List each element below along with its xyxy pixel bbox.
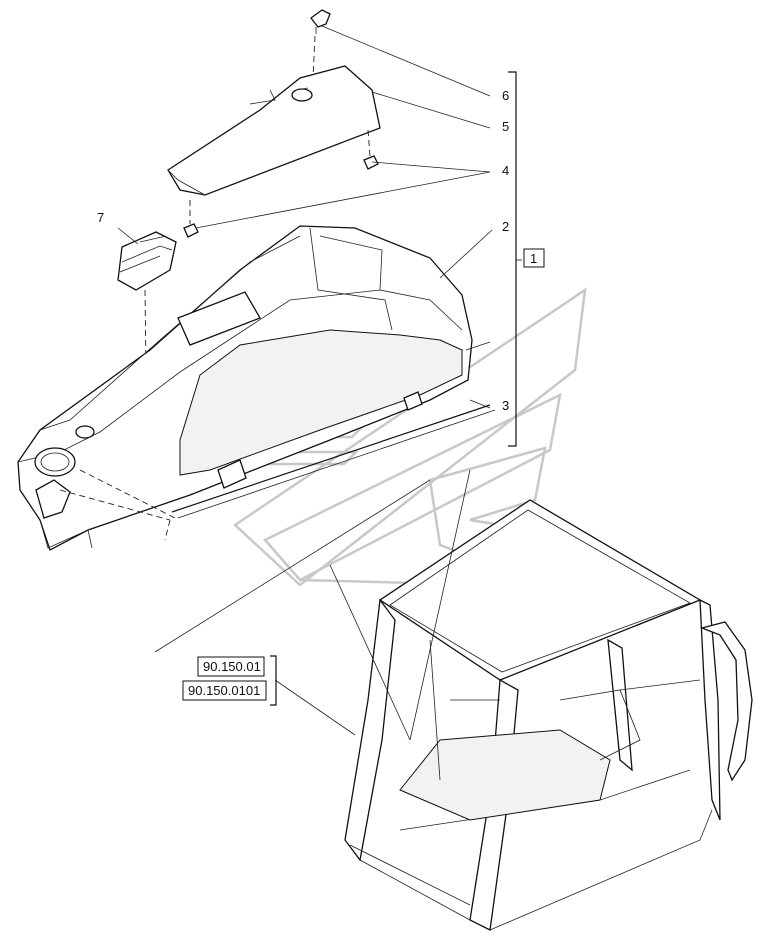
part-3-seal-strip — [171, 404, 496, 519]
reference-a: 90.150.01 — [203, 659, 261, 674]
callout-1: 1 — [530, 251, 537, 266]
reference-bracket — [270, 655, 277, 706]
part-6-fastener — [310, 9, 331, 79]
callout-1-box — [523, 248, 545, 268]
part-5-cover-panel — [167, 65, 381, 196]
callout-7: 7 — [97, 210, 104, 225]
cab-frame-assembly — [344, 499, 753, 931]
reference-box-a — [197, 656, 265, 677]
reference-box-b — [182, 680, 267, 701]
part-2-fender-housing — [17, 225, 473, 551]
assembly-bracket — [508, 71, 522, 447]
callout-6: 6 — [502, 88, 509, 103]
callout-2: 2 — [502, 219, 509, 234]
leader-lines — [117, 25, 493, 741]
callout-4: 4 — [502, 163, 509, 178]
part-4-clips — [183, 129, 379, 238]
reference-boxes: 90.150.01 90.150.0101 — [182, 656, 267, 701]
reference-b: 90.150.0101 — [188, 683, 260, 698]
callout-5: 5 — [502, 119, 509, 134]
callout-3: 3 — [502, 398, 509, 413]
callout-labels: 6 5 4 7 2 3 1 — [97, 88, 545, 413]
